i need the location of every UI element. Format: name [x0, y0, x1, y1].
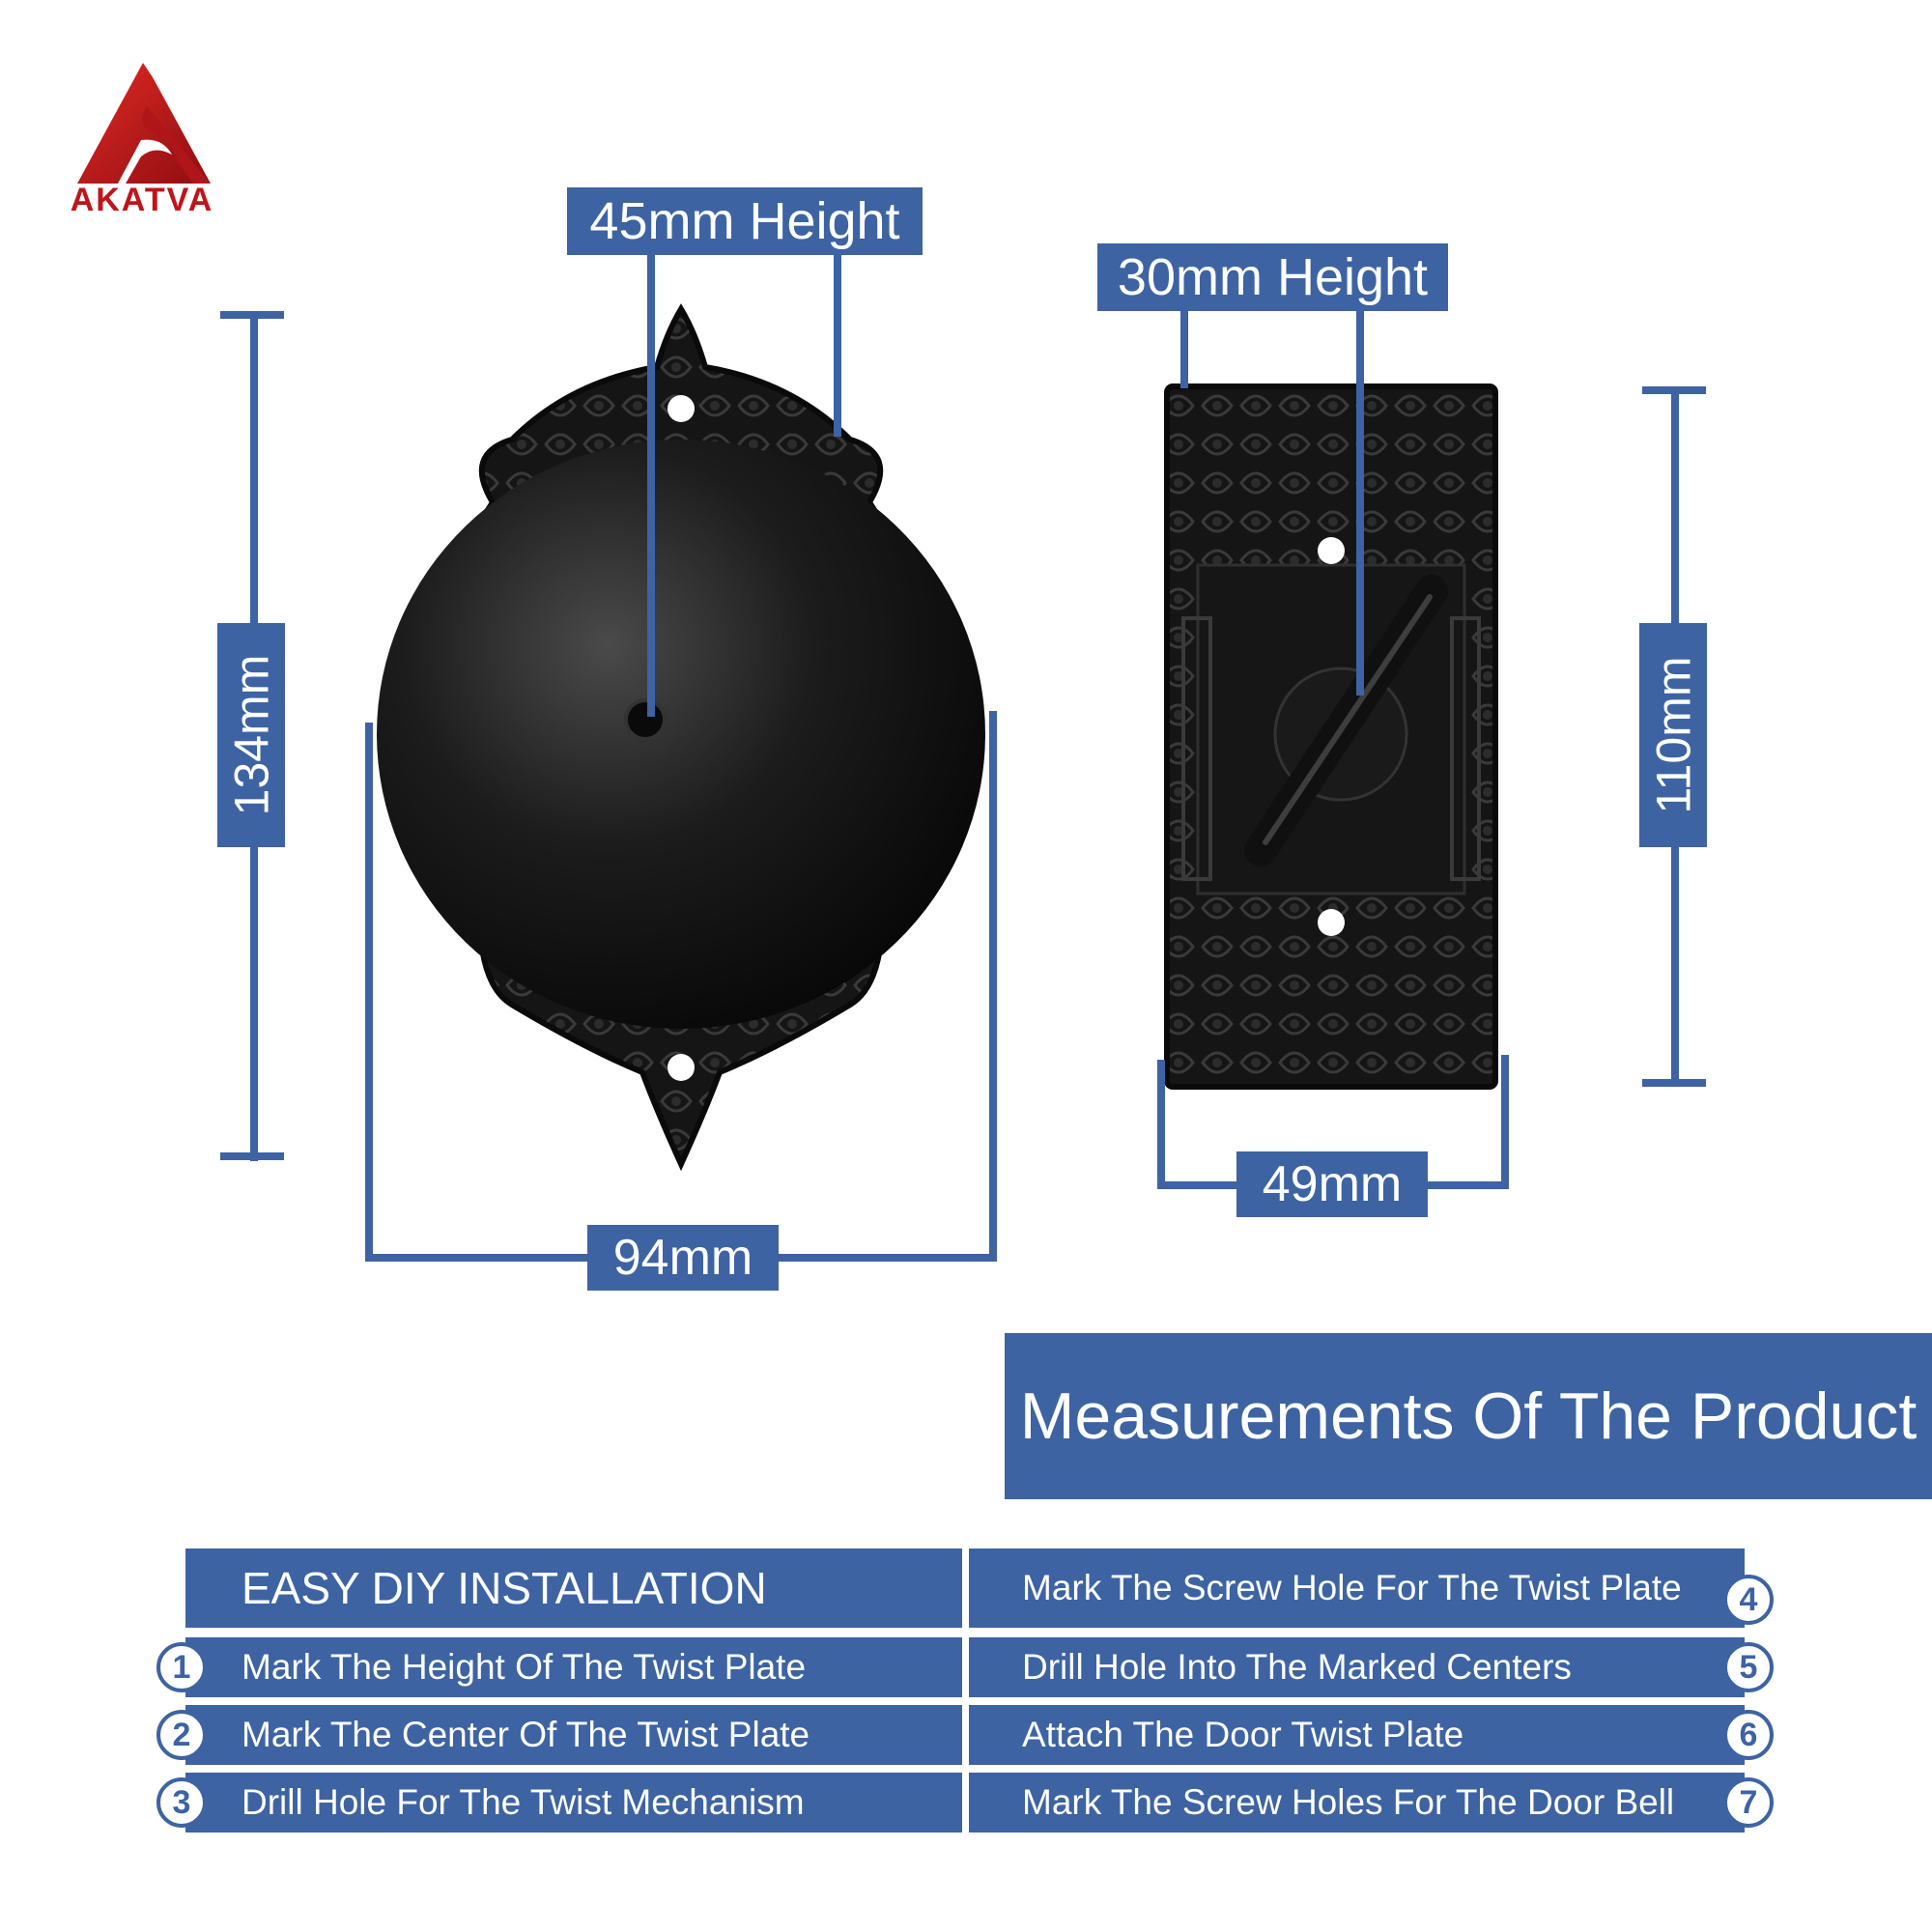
bell-total-height-label: 134mm [217, 623, 285, 847]
step-3-text: Drill Hole For The Twist Mechanism [242, 1782, 805, 1822]
step-number-6: 6 [1723, 1710, 1774, 1760]
step-2-text: Mark The Center Of The Twist Plate [242, 1715, 810, 1754]
step-number-1: 1 [156, 1642, 207, 1692]
bell-center-screw [624, 698, 667, 741]
bell-depth-line-left [647, 253, 655, 717]
plate-depth-line-left [1180, 309, 1188, 388]
product-illustration [377, 303, 1498, 1172]
page-title: Measurements Of The Product [1005, 1333, 1932, 1499]
bell-depth-line-right [834, 253, 841, 437]
step-1: Mark The Height Of The Twist Plate [185, 1637, 962, 1697]
step-number-4: 4 [1723, 1575, 1774, 1625]
plate-screw-hole-bottom [1318, 909, 1345, 936]
step-4-text: Mark The Screw Hole For The Twist Plate [1022, 1568, 1682, 1607]
step-number-5: 5 [1723, 1642, 1774, 1692]
plate-width-line-left [1157, 1060, 1165, 1189]
step-number-2: 2 [156, 1710, 207, 1760]
step-5: Drill Hole Into The Marked Centers [969, 1637, 1745, 1697]
bell-total-height-text: 134mm [224, 654, 279, 816]
step-5-text: Drill Hole Into The Marked Centers [1022, 1647, 1572, 1687]
step-2: Mark The Center Of The Twist Plate [185, 1705, 962, 1765]
step-7-text: Mark The Screw Holes For The Door Bell [1022, 1782, 1675, 1822]
step-7: Mark The Screw Holes For The Door Bell [969, 1773, 1745, 1833]
brand-name: AKATVA [70, 182, 214, 218]
plate-height-line-bottom-cap [1642, 1079, 1706, 1087]
bell-height-line-top-cap [220, 311, 284, 319]
bell-width-line-right [989, 711, 997, 1262]
twist-plate [1164, 384, 1498, 1090]
plate-depth-line-right [1356, 309, 1364, 696]
bell-dome [377, 440, 985, 1029]
plate-total-height-label: 110mm [1639, 623, 1707, 847]
bell-depth-label: 45mm Height [567, 187, 923, 255]
plate-width-line-right [1501, 1055, 1509, 1189]
akatva-logo [77, 63, 211, 184]
step-6-text: Attach The Door Twist Plate [1022, 1715, 1464, 1754]
door-bell [377, 303, 985, 1172]
step-4: Mark The Screw Hole For The Twist Plate [969, 1548, 1745, 1628]
plate-depth-label: 30mm Height [1097, 243, 1448, 311]
step-6: Attach The Door Twist Plate [969, 1705, 1745, 1765]
plate-screw-hole-top [1318, 537, 1345, 564]
plate-total-height-text: 110mm [1646, 656, 1701, 814]
screw-hole-bottom [668, 1054, 695, 1081]
step-number-3: 3 [156, 1777, 207, 1828]
step-3: Drill Hole For The Twist Mechanism [185, 1773, 962, 1833]
bell-width-label: 94mm [587, 1225, 779, 1291]
step-number-7: 7 [1723, 1777, 1774, 1828]
plate-height-line-top-cap [1642, 386, 1706, 394]
screw-hole-top [668, 395, 695, 422]
bell-width-line-left [365, 723, 373, 1262]
bell-height-line-bottom-cap [220, 1152, 284, 1160]
installation-header: EASY DIY INSTALLATION [185, 1548, 962, 1628]
plate-width-label: 49mm [1236, 1151, 1428, 1217]
step-1-text: Mark The Height Of The Twist Plate [242, 1647, 807, 1687]
